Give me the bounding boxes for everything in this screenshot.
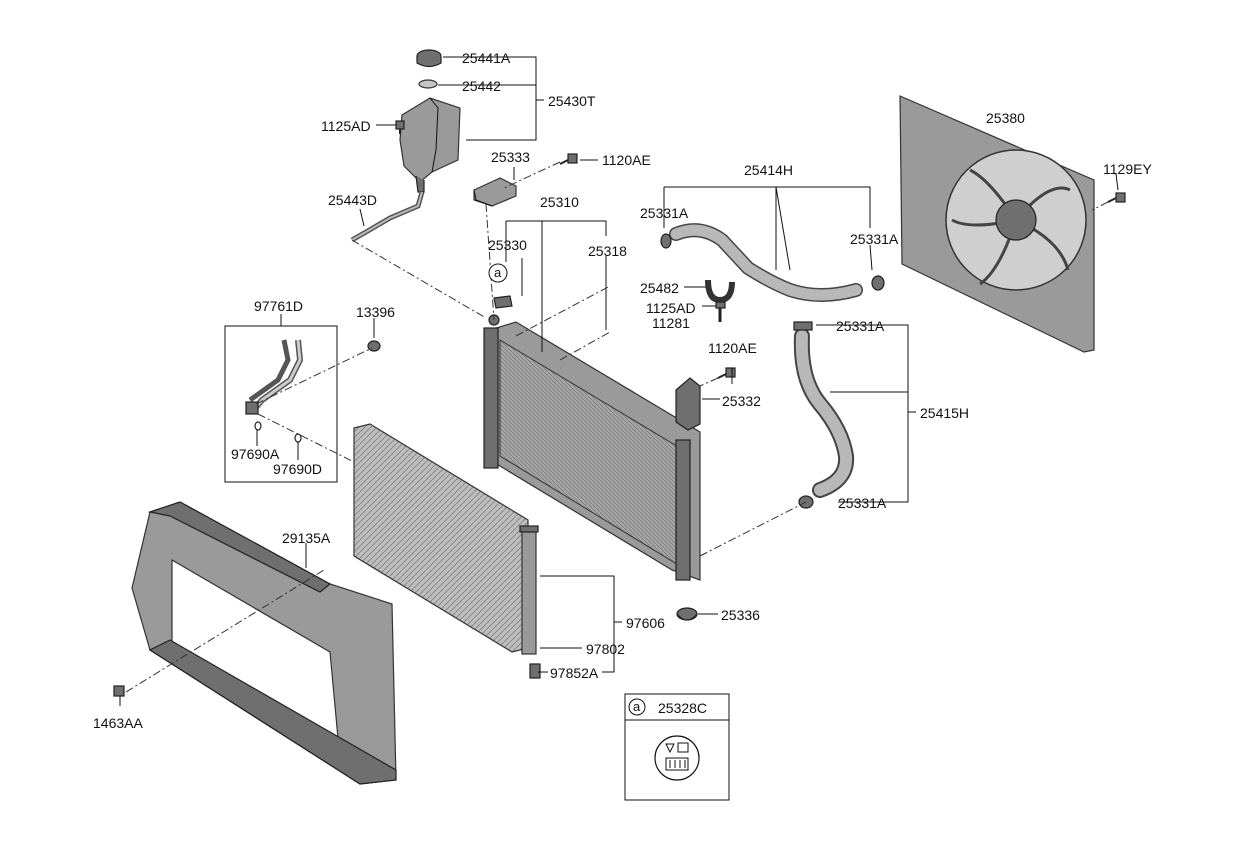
bolt-1129EY-part: [1107, 192, 1126, 203]
label-97852A: 97852A: [550, 665, 599, 681]
o-ring-97690D-part: [294, 433, 302, 443]
ac-pipe-part: [245, 339, 304, 415]
label-1120AE-mid: 1120AE: [708, 340, 757, 356]
hose-clip-25482-part: [705, 279, 735, 304]
radiator-bracket-25332-part: [675, 377, 701, 431]
drain-plug-97852A-part: [529, 663, 541, 679]
callout-a-circle: [488, 263, 508, 283]
leader-lines: [119, 56, 1119, 706]
bolt-1120AE-top-part: [559, 153, 578, 165]
lower-hose-part: [793, 321, 855, 509]
label-25331A-lower-top: 25331A: [836, 318, 885, 334]
nut-13396-part: [367, 340, 381, 352]
label-13396: 13396: [356, 304, 395, 320]
bolt-1125AD-11281-part: [715, 301, 726, 322]
assembly-guides: [125, 161, 1109, 693]
fan-shroud-part: [899, 95, 1095, 353]
label-25336: 25336: [721, 607, 760, 623]
label-1120AE-top: 1120AE: [602, 152, 651, 168]
front-end-carrier-part: [131, 501, 397, 785]
label-25414H: 25414H: [744, 162, 794, 178]
label-97606: 97606: [626, 615, 665, 631]
label-97761D: 97761D: [254, 298, 304, 314]
label-1125AD-hose: 1125AD: [646, 300, 696, 316]
label-25331A-lower-bottom: 25331A: [838, 495, 887, 511]
label-25380: 25380: [986, 110, 1025, 126]
label-97690D: 97690D: [273, 461, 323, 477]
radiator-part: [483, 314, 701, 581]
upper-hose-part: [660, 223, 885, 302]
label-1129EY: 1129EY: [1103, 161, 1152, 177]
label-25441A: 25441A: [462, 50, 511, 66]
reservoir-hose-part: [350, 191, 425, 243]
o-ring-97690A-part: [254, 421, 262, 431]
label-25331A-upper-left: 25331A: [640, 205, 689, 221]
label-25328C: 25328C: [658, 700, 708, 716]
condenser-part: [353, 423, 539, 655]
label-box-25328C: [624, 693, 730, 801]
label-25310: 25310: [540, 194, 579, 210]
label-25430T: 25430T: [548, 93, 596, 109]
label-25318: 25318: [588, 243, 627, 259]
label-1463AA: 1463AA: [93, 715, 143, 731]
bolt-1463AA-part: [113, 685, 125, 697]
label-25333: 25333: [491, 149, 530, 165]
mount-25336-part: [676, 607, 698, 621]
bracket-25333-part: [473, 177, 517, 207]
reservoir-tank-part: [399, 97, 461, 193]
label-25331A-upper-right: 25331A: [850, 231, 899, 247]
cap-gasket-part: [418, 79, 438, 89]
label-25330: 25330: [488, 237, 527, 253]
label-25443D: 25443D: [328, 192, 378, 208]
callout-a-letter: a: [494, 265, 502, 280]
label-29135A: 29135A: [282, 530, 331, 546]
label-25482: 25482: [640, 280, 679, 296]
label-25332: 25332: [722, 393, 761, 409]
radiator-insert-25330-part: [493, 295, 513, 309]
callout-a-box-letter: a: [633, 699, 641, 714]
label-97690A: 97690A: [231, 446, 280, 462]
reservoir-cap-part: [416, 49, 442, 68]
label-97802: 97802: [586, 641, 625, 657]
label-1125AD-top: 1125AD: [321, 118, 371, 134]
label-25442: 25442: [462, 78, 501, 94]
label-25415H: 25415H: [920, 405, 970, 421]
bolt-1120AE-mid-part: [717, 367, 736, 379]
label-11281: 11281: [652, 315, 690, 331]
